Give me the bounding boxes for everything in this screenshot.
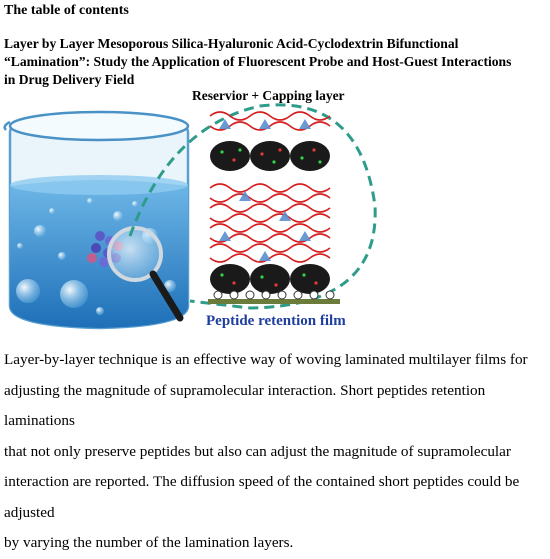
figure-label-bottom: Peptide retention film xyxy=(206,313,346,329)
abstract-line: by varying the number of the lamination … xyxy=(4,534,294,551)
title-line-2: “Lamination”: Study the Application of F… xyxy=(4,54,512,69)
abstract-line: Layer-by-layer technique is an effective… xyxy=(4,351,528,368)
zoom-outline xyxy=(128,103,377,310)
title-line-3: in Drug Delivery Field xyxy=(4,72,135,87)
abstract-line: adjusting the magnitude of supramolecula… xyxy=(4,381,486,430)
paper-title: Layer by Layer Mesoporous Silica-Hyaluro… xyxy=(4,35,546,89)
figure-label-top: Reservior + Capping layer xyxy=(192,88,345,103)
title-line-1: Layer by Layer Mesoporous Silica-Hyaluro… xyxy=(4,36,459,51)
abstract-line: interaction are reported. The diffusion … xyxy=(4,473,520,521)
abstract-line: that not only preserve peptides but also… xyxy=(4,442,511,460)
toc-graphic xyxy=(3,103,377,330)
silica-layer-1 xyxy=(210,141,330,171)
abstract: Layer-by-layer technique is an effective… xyxy=(4,345,548,559)
magnifying-glass-icon xyxy=(107,226,184,322)
silica-layer-2 xyxy=(210,264,330,294)
water-bubbles xyxy=(16,198,176,315)
toc-heading: The table of contents xyxy=(4,3,129,18)
laminated-film xyxy=(208,111,340,304)
